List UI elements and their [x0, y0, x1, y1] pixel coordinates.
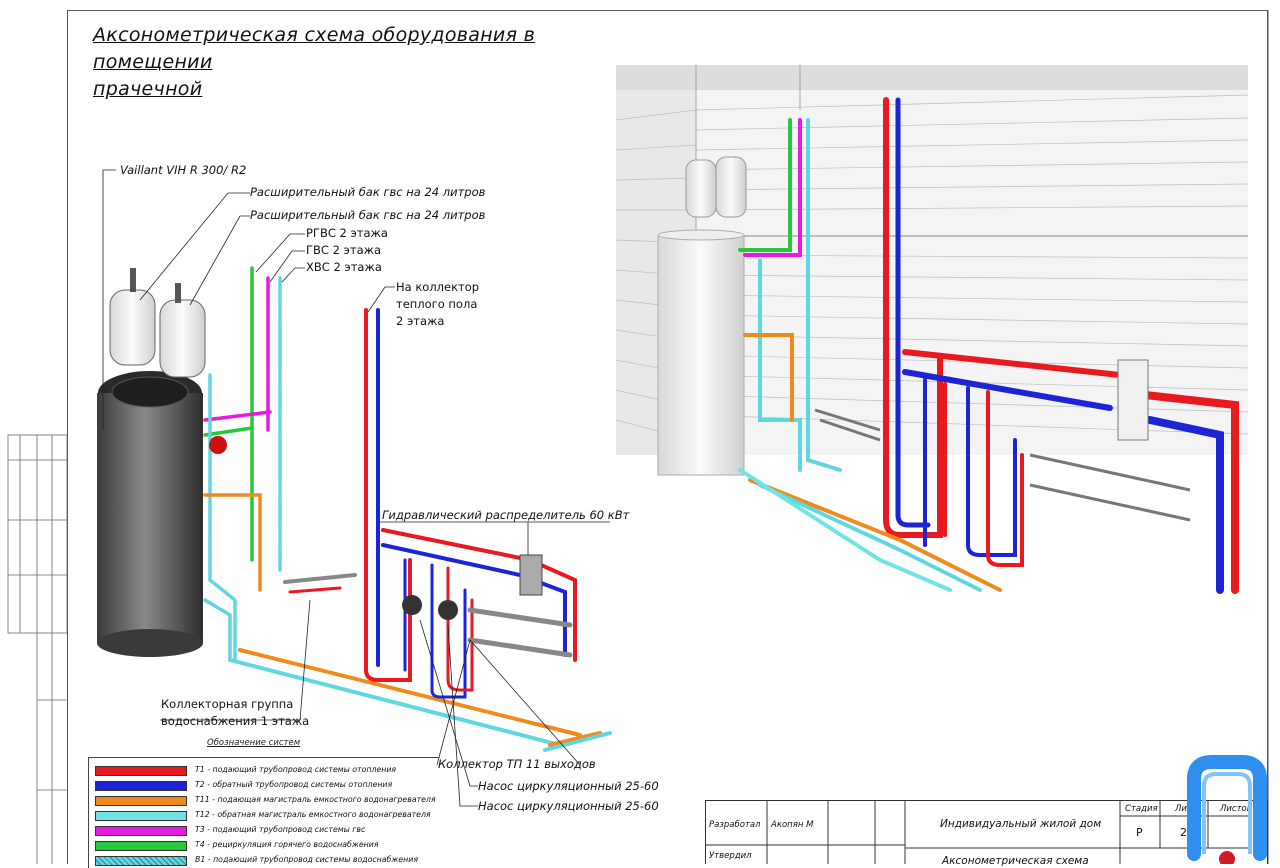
legend-swatch	[95, 766, 187, 776]
label-tank-2: Расширительный бак гвс на 24 литров	[250, 208, 486, 222]
label-collector-group-2: водоснабжения 1 этажа	[161, 714, 310, 728]
circ-pump	[209, 436, 227, 454]
legend-swatch	[95, 796, 187, 806]
legend-text: В1 - подающий трубопровод системы водосн…	[195, 855, 419, 864]
stamp-sheet-label: Лист	[1175, 804, 1197, 814]
stamp-stage-label: Стадия	[1125, 804, 1158, 814]
label-rgvs: РГВС 2 этажа	[306, 226, 388, 240]
stamp-stage-value: Р	[1136, 826, 1143, 839]
title-line-2: прачечной	[93, 78, 203, 100]
legend-swatch	[95, 826, 187, 836]
stamp-sheet-title: Аксонометрическая схема	[942, 855, 1089, 867]
stamp-sheets-label: Листов	[1220, 804, 1252, 814]
title-line-1: Аксонометрическая схема оборудования в п…	[93, 24, 536, 73]
label-collector-tp: Коллектор ТП 11 выходов	[438, 757, 596, 771]
label-tank-1: Расширительный бак гвс на 24 литров	[250, 185, 486, 199]
label-pump-2: Насос циркуляционный 25-60	[478, 799, 659, 813]
legend-swatch	[95, 781, 187, 791]
legend-text: Т1 - подающий трубопровод системы отопле…	[195, 765, 397, 774]
label-floor-collector-2: теплого пола	[396, 297, 478, 311]
render-tank	[657, 234, 745, 476]
leader-lines	[102, 169, 610, 807]
legend-text: Т2 - обратный трубопровод системы отопле…	[195, 780, 393, 789]
legend-row: Т4 - рециркуляция горячего водоснабжения	[95, 840, 435, 852]
legend-swatch	[95, 841, 187, 851]
legend-text: Т4 - рециркуляция горячего водоснабжения	[195, 840, 379, 849]
render-collectors	[814, 408, 1191, 522]
stamp-developer-label: Разработал	[709, 820, 761, 830]
stamp-project: Индивидуальный жилой дом	[940, 818, 1102, 830]
stamp-approved-label: Утвердил	[709, 851, 752, 861]
legend-row: Т3 - подающий трубопровод системы гвс	[95, 825, 435, 837]
stamp-sheet-value: 2	[1180, 826, 1187, 839]
legend-row: Т1 - подающий трубопровод системы отопле…	[95, 765, 435, 777]
boiler-tank	[97, 371, 203, 657]
expansion-tanks	[109, 268, 206, 378]
legend-row: Т11 - подающая магистраль емкостного вод…	[95, 795, 436, 807]
legend-swatch	[95, 811, 187, 821]
label-hydraulic: Гидравлический распределитель 60 кВт	[382, 508, 630, 522]
pump-2	[438, 600, 458, 620]
render-separator	[1117, 359, 1149, 441]
legend-row: Т2 - обратный трубопровод системы отопле…	[95, 780, 435, 792]
stamp-developer-name: Акопян М	[771, 820, 814, 830]
drawing-title: Аксонометрическая схема оборудования в п…	[93, 22, 653, 103]
logo-icon	[1187, 755, 1267, 864]
legend-text: Т3 - подающий трубопровод системы гвс	[195, 825, 366, 834]
label-floor-collector-1: На коллектор	[396, 280, 480, 294]
render-pipes	[738, 97, 1239, 594]
legend: Т1 - подающий трубопровод системы отопле…	[88, 757, 439, 868]
label-gvs: ГВС 2 этажа	[306, 243, 382, 257]
label-collector-group-1: Коллекторная группа	[161, 697, 294, 711]
label-vaillant: Vaillant VIH R 300/ R2	[120, 163, 247, 177]
legend-text: Т11 - подающая магистраль емкостного вод…	[195, 795, 436, 804]
schematic-separator	[519, 554, 543, 596]
pump-1	[402, 595, 422, 615]
legend-title: Обозначение систем	[207, 738, 301, 748]
label-hvs: ХВС 2 этажа	[306, 260, 382, 274]
legend-row: Т12 - обратная магистраль емкостного вод…	[95, 810, 435, 822]
label-floor-collector-3: 2 этажа	[396, 314, 445, 328]
left-margin-stamp	[7, 434, 68, 864]
legend-text: Т12 - обратная магистраль емкостного вод…	[195, 810, 431, 819]
label-pump-1: Насос циркуляционный 25-60	[478, 779, 659, 793]
